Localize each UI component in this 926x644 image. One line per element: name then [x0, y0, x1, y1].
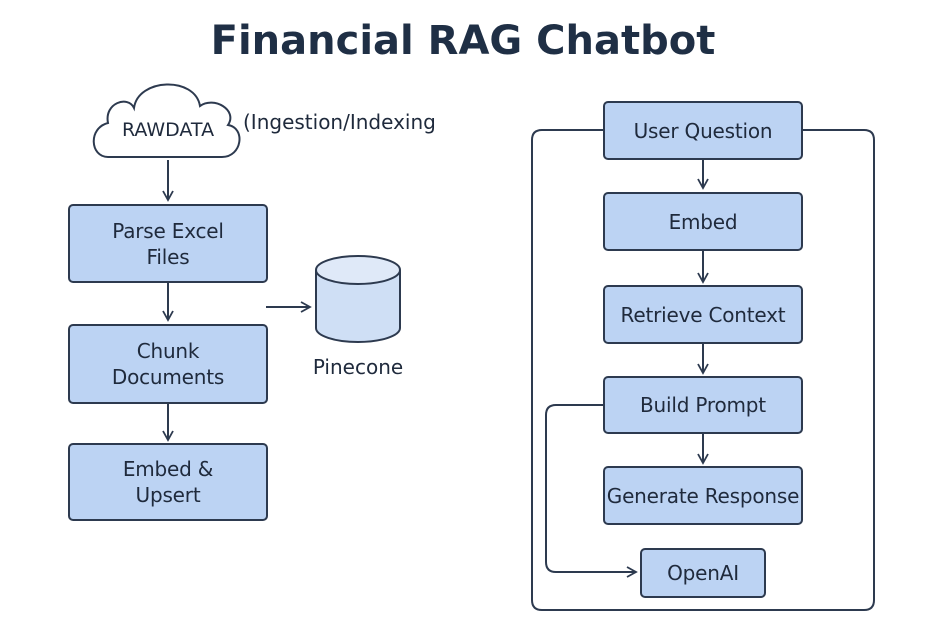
user-question-node: User Question — [603, 101, 803, 160]
embed-node: Embed — [603, 192, 803, 251]
rawdata-source-label: RAWDATA — [121, 119, 215, 141]
embed-upsert-node: Embed & Upsert — [68, 443, 268, 521]
arrow-prompt-to-openai — [545, 404, 638, 578]
build-prompt-node: Build Prompt — [603, 376, 803, 434]
parse-excel-files-node: Parse Excel Files — [68, 204, 268, 283]
retrieve-context-node: Retrieve Context — [603, 285, 803, 344]
openai-node: OpenAI — [640, 548, 766, 598]
generate-response-node: Generate Response — [603, 466, 803, 525]
pinecone-database-icon — [315, 255, 401, 343]
ingestion-section-label: (Ingestion/Indexing — [243, 110, 436, 134]
pinecone-label: Pinecone — [312, 355, 404, 379]
chunk-documents-node: Chunk Documents — [68, 324, 268, 404]
diagram-title: Financial RAG Chatbot — [210, 18, 716, 64]
rawdata-cloud-shape — [92, 83, 241, 158]
query-pipeline-frame — [531, 129, 875, 611]
